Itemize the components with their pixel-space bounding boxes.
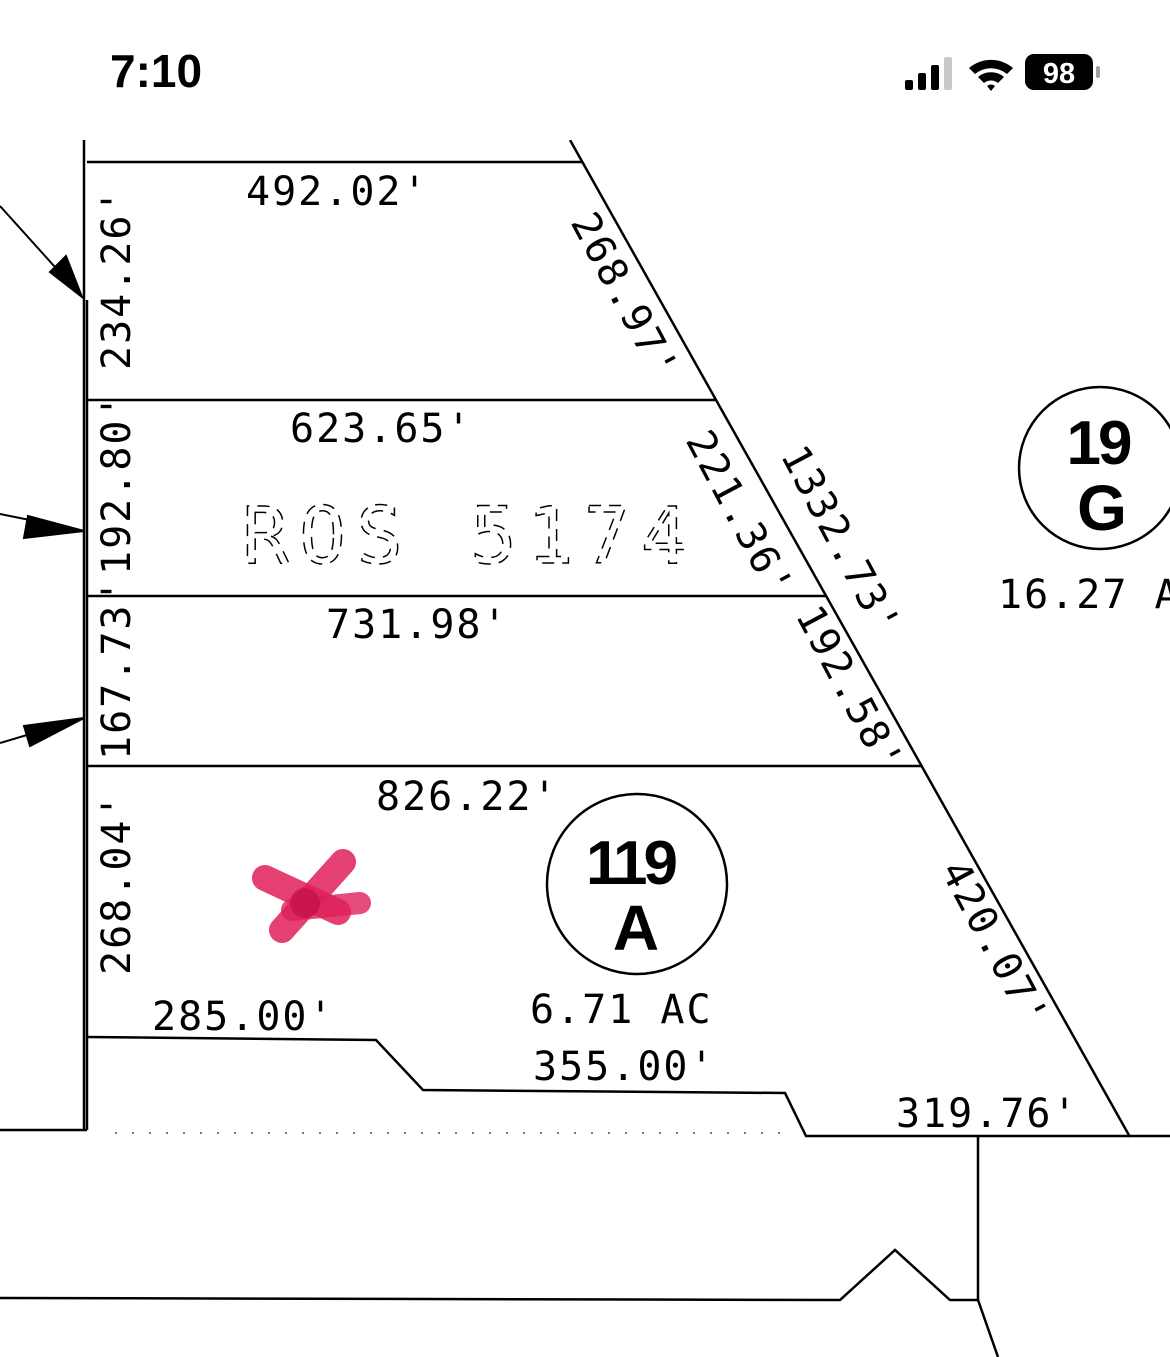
parcel-19g-acreage: 16.27 A (998, 572, 1170, 618)
status-time: 7:10 (110, 45, 203, 97)
parcel-19g[interactable]: 19 G 16.27 A (998, 385, 1170, 618)
dimension-bottom-b: 355.00' (533, 1044, 716, 1090)
parcel-19g-circle (1017, 385, 1170, 551)
parcel-119a-number: 119 (586, 829, 677, 898)
parcel-119a-letter: A (613, 892, 659, 964)
status-bar: 7:10 98 (0, 0, 1170, 140)
diagonal-boundary (568, 140, 1132, 1138)
dimension-top-4: 826.22' (376, 774, 559, 820)
dimension-diag-total: 1332.73' (771, 438, 910, 644)
parcel-119a[interactable]: 119 A 6.71 AC (530, 792, 729, 1033)
dimension-top-2: 623.65' (290, 406, 473, 452)
lower-boundary (0, 1248, 1000, 1357)
wifi-icon (969, 59, 1013, 91)
parcel-map: ROS 5174 492.02' 234.26' 268.97' 623.65'… (0, 140, 1170, 1357)
battery-icon: 98 (1025, 54, 1100, 90)
parcel-19g-number: 19 (1067, 409, 1131, 478)
reference-arrows (0, 205, 85, 748)
cellular-signal-icon (905, 57, 952, 90)
dimension-left-2: 192.80' (94, 392, 140, 575)
parcel-119a-acreage: 6.71 AC (530, 987, 713, 1033)
pink-x-marker (252, 849, 371, 943)
parcel-19g-letter: G (1077, 472, 1127, 544)
parcel-boundaries (0, 140, 1170, 1357)
arrow-3-head (22, 717, 85, 748)
parcel-119a-circle (545, 792, 729, 976)
survey-label: ROS 5174 (242, 492, 698, 582)
dimension-left-1: 234.26' (94, 187, 140, 370)
dimension-diag-4: 420.07' (931, 853, 1057, 1036)
dimension-top-3: 731.98' (326, 602, 509, 648)
dimension-left-4: 268.04' (94, 792, 140, 975)
arrow-2-head (22, 514, 85, 540)
dimension-diag-1: 268.97' (561, 205, 687, 388)
dimension-left-3: 167.73' (94, 577, 140, 760)
status-icons: 98 (905, 54, 1100, 91)
battery-level: 98 (1043, 58, 1075, 90)
dimension-bottom-c: 319.76' (896, 1091, 1079, 1137)
arrow-1-head (48, 254, 85, 301)
dimension-bottom-a: 285.00' (152, 994, 335, 1040)
bottom-boundary (86, 1035, 1170, 1138)
dimension-top-1: 492.02' (246, 169, 429, 215)
